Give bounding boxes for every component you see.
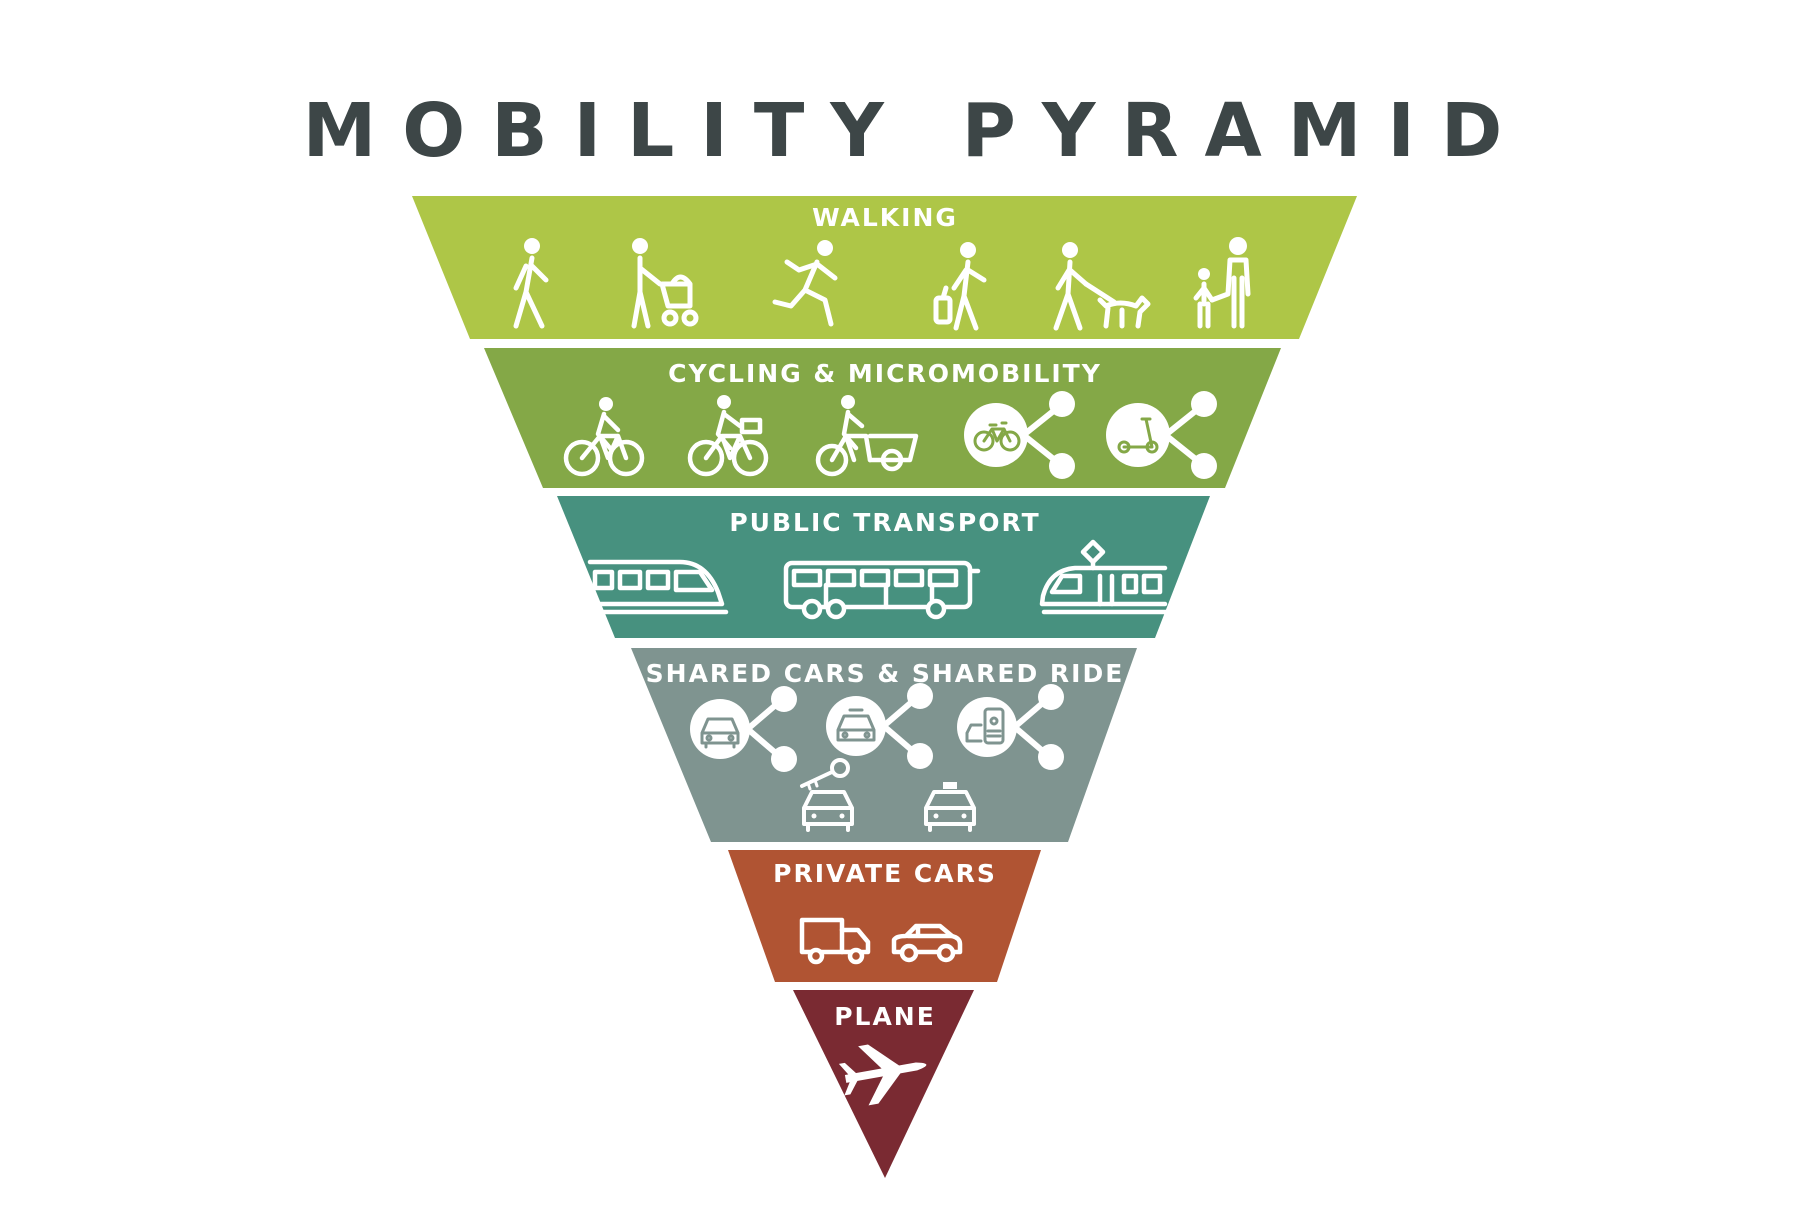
person-with-suitcase-icon: [933, 242, 987, 331]
shared-bike-icon: [964, 391, 1075, 479]
shared-scooter-icon: [1106, 391, 1217, 479]
truck-icon: [799, 917, 871, 965]
page-title: MOBILITY PYRAMID: [302, 88, 1529, 174]
person-with-stroller-icon: [631, 238, 699, 329]
adult-with-child-icon: [1193, 237, 1251, 329]
plane-icon: [838, 1044, 927, 1106]
tier-label-shared-cars: SHARED CARS & SHARED RIDE: [646, 659, 1125, 688]
car-icon: [891, 923, 963, 963]
walking-person-icon: [513, 238, 549, 329]
cyclist-with-basket-icon: [687, 395, 769, 477]
tram-icon: [1039, 539, 1169, 615]
cyclist-icon: [563, 397, 645, 477]
shared-car-icon: [690, 686, 797, 772]
tier-band-shared-cars: [631, 648, 1137, 842]
person-walking-dog-icon: [1053, 242, 1151, 331]
running-person-icon: [772, 240, 838, 327]
tier-label-private-cars: PRIVATE CARS: [773, 859, 997, 888]
taxi-icon: [924, 782, 976, 832]
tier-label-public-transport: PUBLIC TRANSPORT: [729, 508, 1040, 537]
ride-app-icon: [957, 684, 1064, 770]
shared-car-front-icon: [826, 683, 933, 769]
car-with-key-icon: [800, 758, 854, 832]
tier-label-walking: WALKING: [812, 203, 958, 232]
tier-band-cycling: [484, 348, 1281, 488]
tier-label-plane: PLANE: [834, 1002, 936, 1031]
cargo-bike-icon: [815, 395, 919, 477]
train-icon: [587, 559, 729, 615]
tier-label-cycling: CYCLING & MICROMOBILITY: [668, 359, 1102, 388]
tier-band-private-cars: [728, 850, 1041, 982]
bus-icon: [783, 560, 981, 620]
